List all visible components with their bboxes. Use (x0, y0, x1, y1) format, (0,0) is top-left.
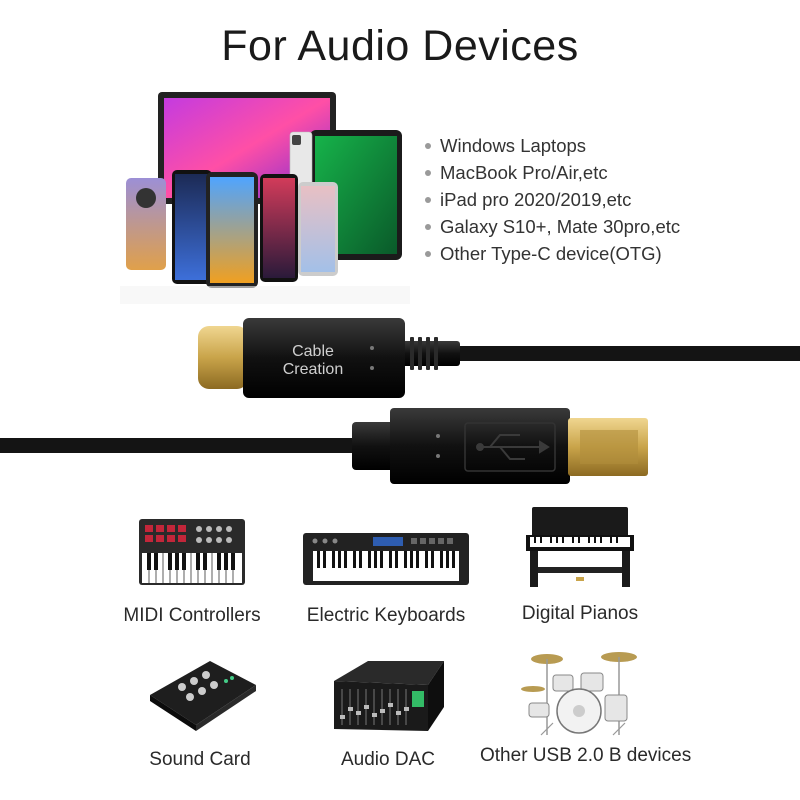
device-other-usb-b: Other USB 2.0 B devices (480, 645, 692, 767)
audio-dac-icon (334, 661, 444, 731)
brand-label: Cable (292, 343, 334, 360)
list-item: Other Type-C device(OTG) (425, 240, 680, 267)
brand-label: Creation (283, 361, 343, 378)
usb-b-connector (390, 408, 648, 484)
device-sound-card: Sound Card (100, 655, 300, 771)
device-label: Digital Pianos (521, 603, 639, 624)
device-midi-controllers: MIDI Controllers (92, 515, 292, 627)
midi-controller-icon (139, 519, 245, 585)
usb-cable: Cable Creation (0, 318, 800, 484)
digital-piano-icon (526, 507, 634, 587)
list-item: MacBook Pro/Air,etc (425, 159, 680, 186)
usb-c-connector: Cable Creation (198, 318, 405, 398)
device-label: MIDI Controllers (123, 605, 261, 626)
electric-keyboard-icon (303, 533, 469, 585)
sound-card-icon (150, 661, 256, 731)
device-label: Electric Keyboards (306, 605, 466, 626)
device-digital-pianos: Digital Pianos (480, 505, 680, 625)
device-label: Sound Card (149, 749, 251, 770)
device-label: Other USB 2.0 B devices (480, 745, 692, 766)
compatible-devices-list: Windows Laptops MacBook Pro/Air,etc iPad… (425, 132, 680, 267)
device-electric-keyboards: Electric Keyboards (286, 515, 486, 627)
drum-kit-icon (521, 652, 637, 736)
list-item: iPad pro 2020/2019,etc (425, 186, 680, 213)
page-title: For Audio Devices (221, 22, 579, 70)
list-item: Galaxy S10+, Mate 30pro,etc (425, 213, 680, 240)
phones-icon (126, 170, 338, 288)
device-label: Audio DAC (341, 749, 435, 770)
list-item: Windows Laptops (425, 132, 680, 159)
device-audio-dac: Audio DAC (288, 655, 488, 771)
usb-logo-icon (476, 434, 550, 460)
devices-collage (120, 92, 410, 304)
